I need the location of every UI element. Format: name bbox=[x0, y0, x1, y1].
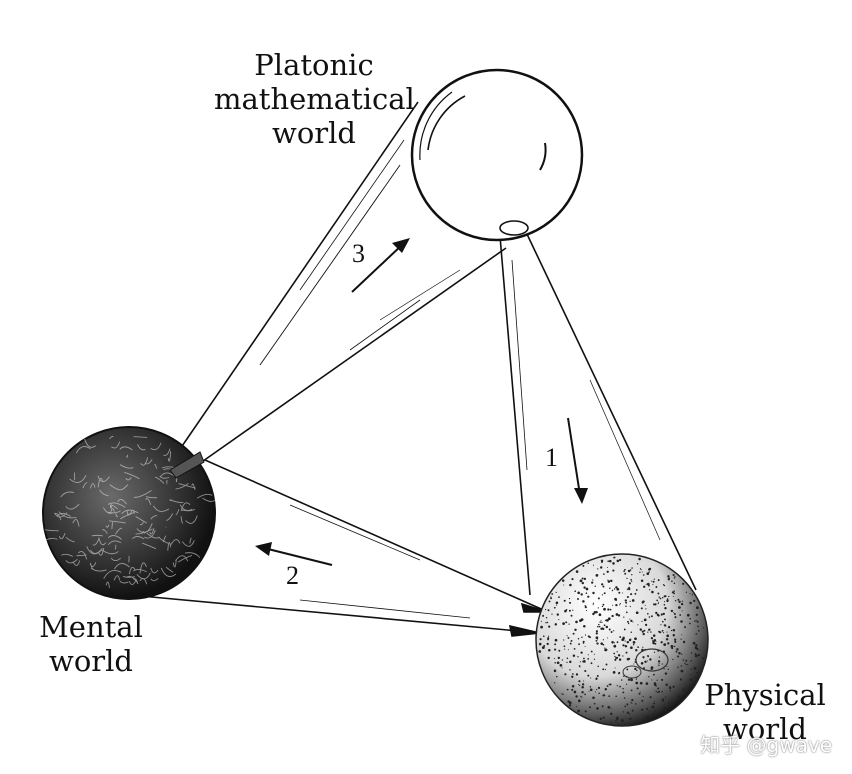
mental-label-line-1: Mental bbox=[39, 610, 143, 644]
cone-platonic-to-physical bbox=[499, 231, 697, 596]
physical-world-sphere bbox=[535, 553, 709, 727]
mental-label-line-2: world bbox=[49, 644, 133, 678]
platonic-label-line-2: mathematical bbox=[214, 82, 415, 116]
platonic-world-sphere bbox=[410, 68, 584, 242]
arrow-1: 1 bbox=[545, 417, 588, 504]
cone-mental-to-physical bbox=[129, 459, 549, 637]
platonic-label-line-1: Platonic bbox=[254, 48, 374, 82]
arrow-1-number: 1 bbox=[545, 443, 558, 472]
watermark: 知乎 @gwave bbox=[700, 733, 832, 757]
arrow-2: 2 bbox=[255, 542, 333, 590]
platonic-world-label: Platonic mathematical world bbox=[214, 48, 415, 150]
arrow-3: 3 bbox=[351, 238, 410, 293]
physical-label-line-2: world bbox=[723, 712, 807, 746]
arrow-2-number: 2 bbox=[286, 561, 299, 590]
platonic-label-line-3: world bbox=[272, 116, 356, 150]
cone-platonic-to-mental bbox=[177, 101, 507, 467]
physical-label-line-1: Physical bbox=[704, 678, 826, 712]
mental-world-label: Mental world bbox=[28, 610, 154, 678]
mental-world-sphere bbox=[42, 426, 216, 600]
arrow-3-number: 3 bbox=[352, 239, 365, 268]
physical-world-label: Physical world bbox=[690, 678, 840, 746]
